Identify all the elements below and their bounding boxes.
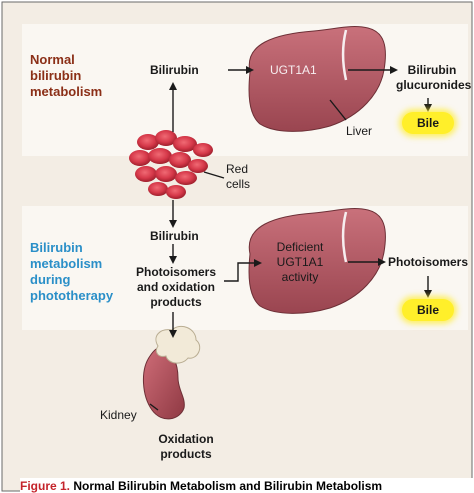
kidney-label: Kidney — [100, 408, 137, 422]
glucuronides-label: Bilirubin glucuronides — [396, 63, 472, 93]
deficient-ugt1a1-label: Deficient UGT1A1 activity — [262, 240, 338, 285]
photoisomers-label: Photoisomers — [388, 255, 469, 269]
photoisomers-oxidation-line-3: products — [150, 295, 202, 309]
oxidation-products-line-1: Oxidation — [158, 432, 214, 446]
figure-caption-text: Normal Bilirubin Metabolism and Bilirubi… — [73, 479, 383, 493]
red-cells-icon — [129, 130, 213, 199]
phototherapy-title-line-1: Bilirubin — [30, 240, 83, 255]
arrows — [149, 66, 432, 411]
ugt1a1-label: UGT1A1 — [270, 63, 317, 77]
kidney-icon — [143, 325, 201, 420]
phototherapy-section-title: Bilirubin metabolism during phototherapy — [30, 240, 113, 304]
deficient-line-1: Deficient — [276, 240, 324, 254]
deficient-line-2: UGT1A1 — [276, 255, 324, 269]
phototherapy-title-line-4: phototherapy — [30, 288, 114, 303]
phototherapy-title-line-3: during — [30, 272, 71, 287]
normal-title-line-1: Normal — [30, 52, 75, 67]
leader-liver — [329, 99, 347, 121]
normal-title-line-3: metabolism — [30, 84, 103, 99]
normal-panel — [22, 24, 468, 156]
red-cells-line-2: cells — [226, 177, 251, 191]
bile-bottom-badge: Bile — [402, 299, 454, 321]
oxidation-products-line-2: products — [160, 447, 212, 461]
normal-section-title: Normal bilirubin metabolism — [30, 52, 102, 100]
photoisomers-oxidation-line-1: Photoisomers — [135, 265, 216, 279]
figure-label: Figure 1. — [20, 479, 71, 493]
arrow-photoisomers-to-enzyme — [224, 259, 262, 282]
phototherapy-bilirubin-label: Bilirubin — [150, 229, 199, 243]
red-cells-label: Red cells — [226, 162, 250, 192]
leader-red-cells — [203, 171, 225, 179]
red-cells-line-1: Red — [226, 162, 249, 176]
figure-caption: Figure 1. Normal Bilirubin Metabolism an… — [20, 478, 474, 493]
bile-top-badge: Bile — [402, 112, 454, 134]
oxidation-products-label: Oxidation products — [140, 432, 232, 462]
phototherapy-panel — [22, 206, 468, 330]
phototherapy-title-line-2: metabolism — [30, 256, 103, 271]
normal-title-line-2: bilirubin — [30, 68, 82, 83]
photoisomers-oxidation-line-2: and oxidation — [137, 280, 215, 294]
photoisomers-oxidation-label: Photoisomers and oxidation products — [128, 265, 224, 310]
leader-kidney — [149, 403, 159, 411]
glucuronides-line-2: glucuronides — [396, 78, 472, 92]
normal-bilirubin-label: Bilirubin — [150, 63, 199, 77]
deficient-line-3: activity — [281, 270, 319, 284]
liver-bottom-icon — [248, 208, 386, 314]
glucuronides-line-1: Bilirubin — [407, 63, 457, 77]
liver-label: Liver — [346, 124, 373, 138]
